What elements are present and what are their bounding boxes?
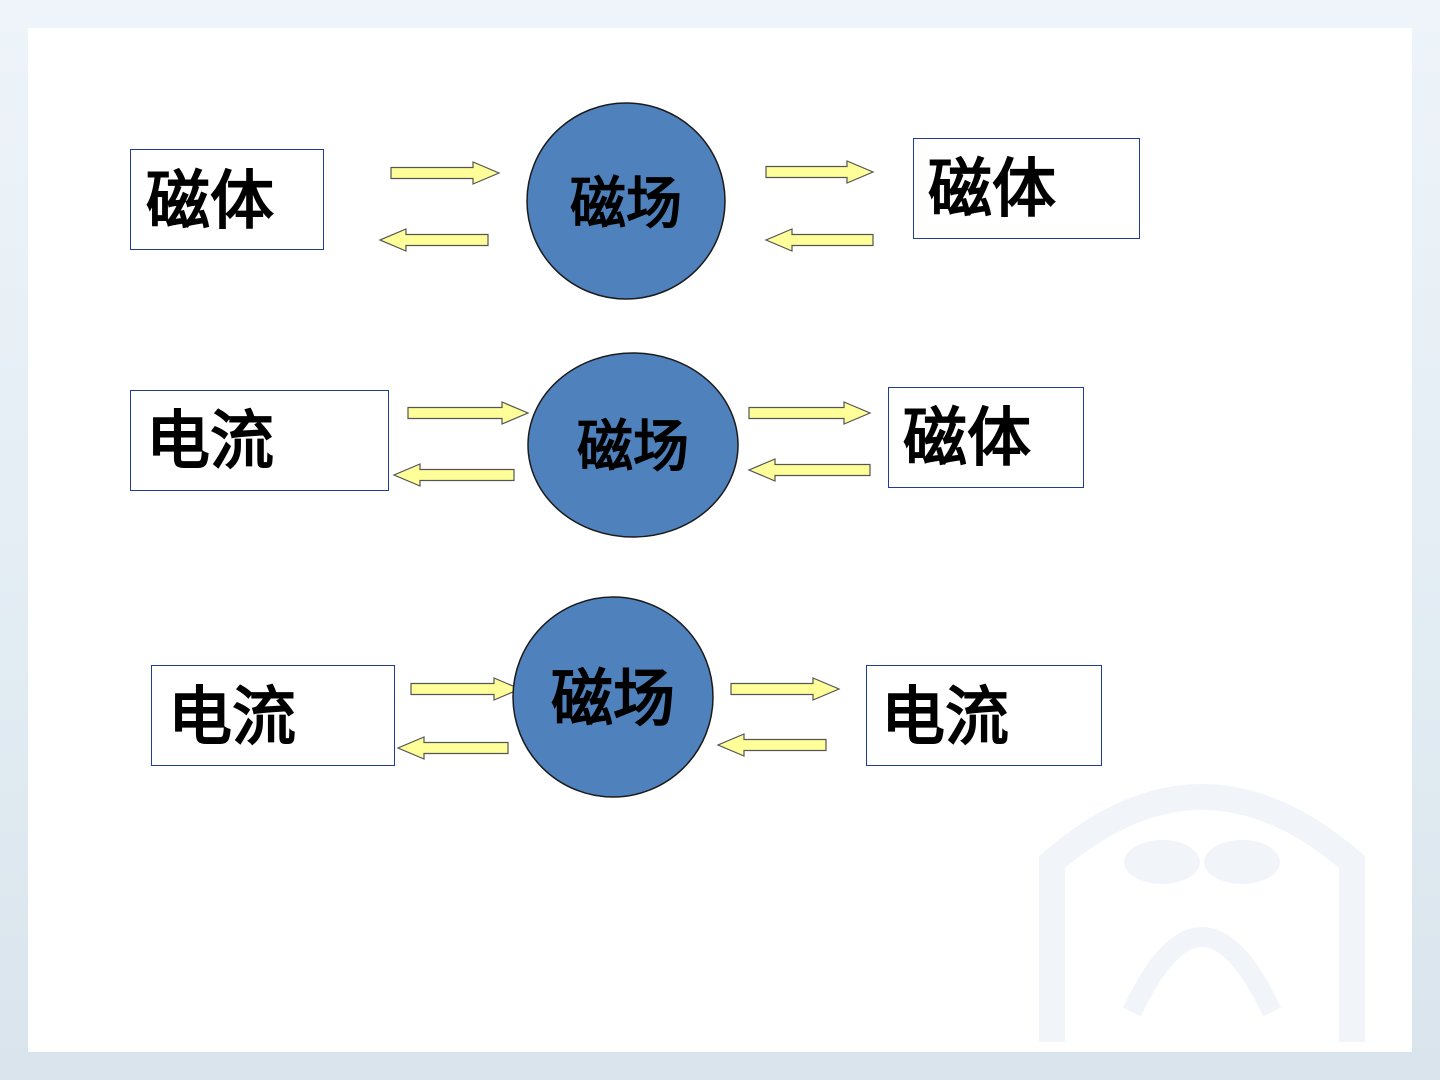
row2-left-label: 电流 xyxy=(146,405,274,479)
row3-left-box xyxy=(151,665,395,766)
row2-right-arrow-left-icon xyxy=(747,458,871,482)
circles-layer xyxy=(512,102,739,798)
row2-right-box xyxy=(888,387,1084,488)
row1-center-label: 磁场 xyxy=(570,172,682,237)
row3-right-label: 电流 xyxy=(881,681,1009,755)
row2-left-box xyxy=(130,390,389,491)
row3-right-arrow-right-icon xyxy=(730,677,841,701)
row1-right-box xyxy=(913,138,1140,239)
row3-left-arrow-left-icon xyxy=(396,736,509,760)
row2-left-arrow-right-icon xyxy=(407,401,530,425)
row3-right-box xyxy=(866,665,1102,766)
row2-left-arrow-left-icon xyxy=(392,463,515,487)
row2-right-arrow-right-icon xyxy=(748,401,872,425)
row3-right-arrow-left-icon xyxy=(716,733,827,757)
row3-center-circle xyxy=(512,596,714,798)
row3-left-arrow-right-icon xyxy=(410,677,522,701)
row1-center-circle xyxy=(526,102,726,300)
row3-left-label: 电流 xyxy=(168,681,296,755)
row2-right-label: 磁体 xyxy=(903,402,1031,476)
row3-center-label: 磁场 xyxy=(550,662,675,735)
row1-left-arrow-right-icon xyxy=(390,161,501,185)
row1-right-arrow-right-icon xyxy=(765,160,875,184)
row1-left-arrow-left-icon xyxy=(378,228,489,252)
row1-left-label: 磁体 xyxy=(146,165,274,239)
watermark-logo-icon xyxy=(1039,784,1365,1042)
arrows-layer xyxy=(378,160,875,760)
row2-center-label: 磁场 xyxy=(577,415,689,480)
row1-right-label: 磁体 xyxy=(928,153,1056,227)
row1-right-arrow-left-icon xyxy=(764,228,874,252)
row1-left-box xyxy=(130,149,324,250)
row2-center-circle xyxy=(527,352,739,538)
